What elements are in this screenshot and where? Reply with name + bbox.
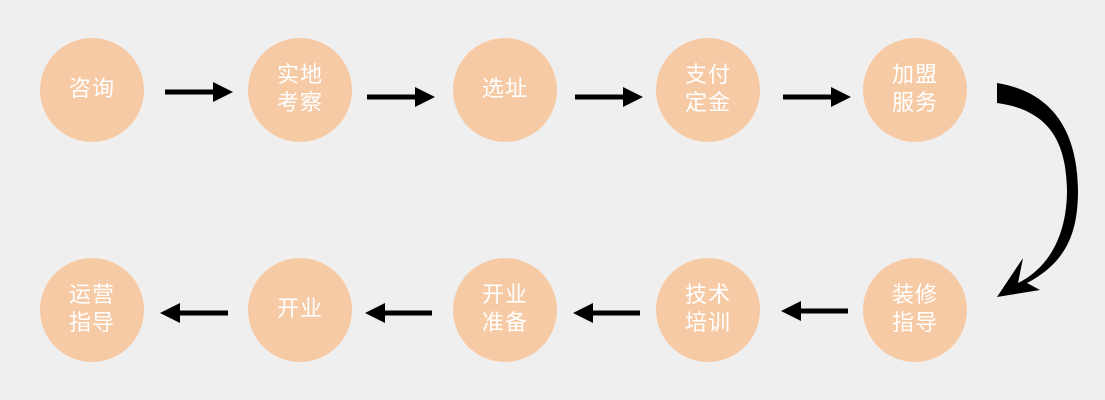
step-operation-guidance: 运营 指导: [40, 258, 144, 362]
step-decoration-guidance: 装修 指导: [863, 258, 967, 362]
step-site-selection: 选址: [453, 38, 557, 142]
step-franchise-service: 加盟 服务: [863, 38, 967, 142]
step-label: 服务: [891, 91, 938, 116]
step-label: 开业: [481, 283, 528, 308]
step-label: 培训: [684, 311, 731, 336]
step-opening: 开业: [248, 258, 352, 362]
step-label: 指导: [68, 311, 115, 336]
step-label: 开业: [276, 297, 323, 322]
step-label: 准备: [481, 311, 528, 336]
step-label: 实地: [276, 63, 323, 88]
step-label: 选址: [481, 77, 528, 102]
step-label: 运营: [68, 283, 115, 308]
step-label: 指导: [891, 311, 938, 336]
step-label: 支付: [684, 63, 731, 88]
step-label: 加盟: [891, 63, 938, 88]
step-label: 技术: [684, 283, 731, 308]
step-site-visit: 实地 考察: [248, 38, 352, 142]
step-technical-training: 技术 培训: [656, 258, 760, 362]
step-label: 咨询: [68, 77, 115, 102]
step-label: 考察: [276, 91, 323, 116]
step-consult: 咨询: [40, 38, 144, 142]
step-deposit: 支付 定金: [656, 38, 760, 142]
curved-arrow: [997, 83, 1078, 297]
step-label: 定金: [684, 91, 731, 116]
step-label: 装修: [891, 283, 938, 308]
step-opening-prep: 开业 准备: [453, 258, 557, 362]
